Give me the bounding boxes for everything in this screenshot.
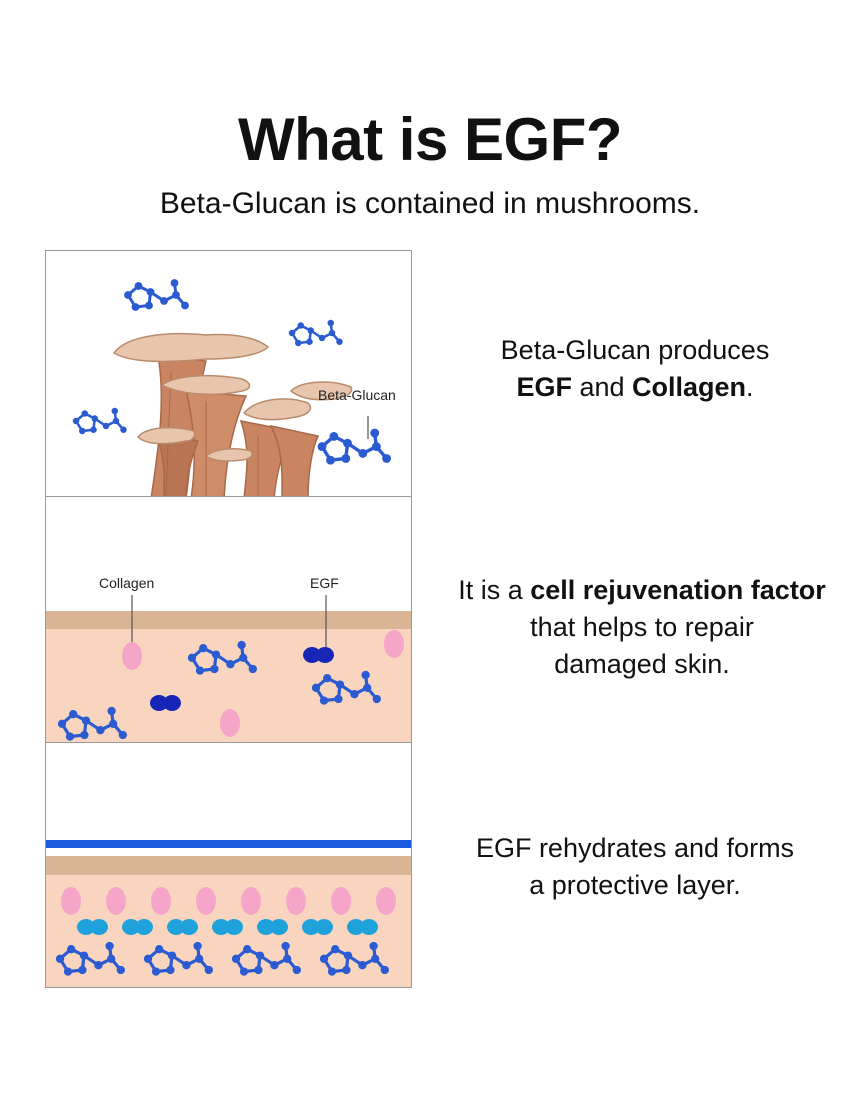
mushroom-illustration: Beta-Glucan [71,277,396,497]
caption-line: a protective layer. [529,870,741,900]
caption-line: EGF and Collagen. [440,369,830,406]
caption-bold-egf: EGF [516,372,572,402]
caption-rejuvenation: It is a cell rejuvenation factor that he… [428,572,856,683]
beta-glucan-label: Beta-Glucan [318,387,396,403]
panel-mushroom: Beta-Glucan [45,250,412,498]
caption-bold-collagen: Collagen [632,372,747,402]
panel-skin-rejuvenation: Collagen EGF [45,496,412,744]
caption-bold-factor: cell rejuvenation factor [530,575,826,605]
molecule-icon [287,318,344,348]
caption-line: that helps to repair [530,612,754,642]
caption-line: EGF rehydrates and forms [475,833,795,863]
molecule-icon [315,426,393,467]
collagen-icon [122,642,142,670]
caption-text: . [746,372,754,402]
skin-surface-layer [46,611,411,629]
skin-illustration: Collagen EGF [46,575,411,743]
caption-protective: EGF rehydrates and forms a protective la… [440,830,830,904]
panel-protective-layer [45,742,412,988]
caption-text: and [571,372,633,402]
caption-line: Beta-Glucan produces [500,335,770,365]
protective-film [46,840,411,848]
collagen-icon [220,709,240,737]
page-title: What is EGF? [238,106,623,173]
molecule-icon [71,406,128,436]
caption-line: It is a cell rejuvenation factor [428,572,856,609]
mushroom-icon [112,332,353,497]
caption-beta-glucan: Beta-Glucan produces EGF and Collagen. [440,332,830,406]
collagen-label: Collagen [99,575,154,591]
caption-text: It is a [458,575,531,605]
molecule-icon [122,277,191,313]
collagen-row [61,887,396,915]
collagen-icon [384,630,404,658]
page-subtitle: Beta-Glucan is contained in mushrooms. [159,187,701,220]
protective-layer-illustration [46,840,411,987]
egf-label: EGF [310,575,339,591]
caption-line: damaged skin. [554,649,730,679]
skin-surface-layer [46,856,411,875]
